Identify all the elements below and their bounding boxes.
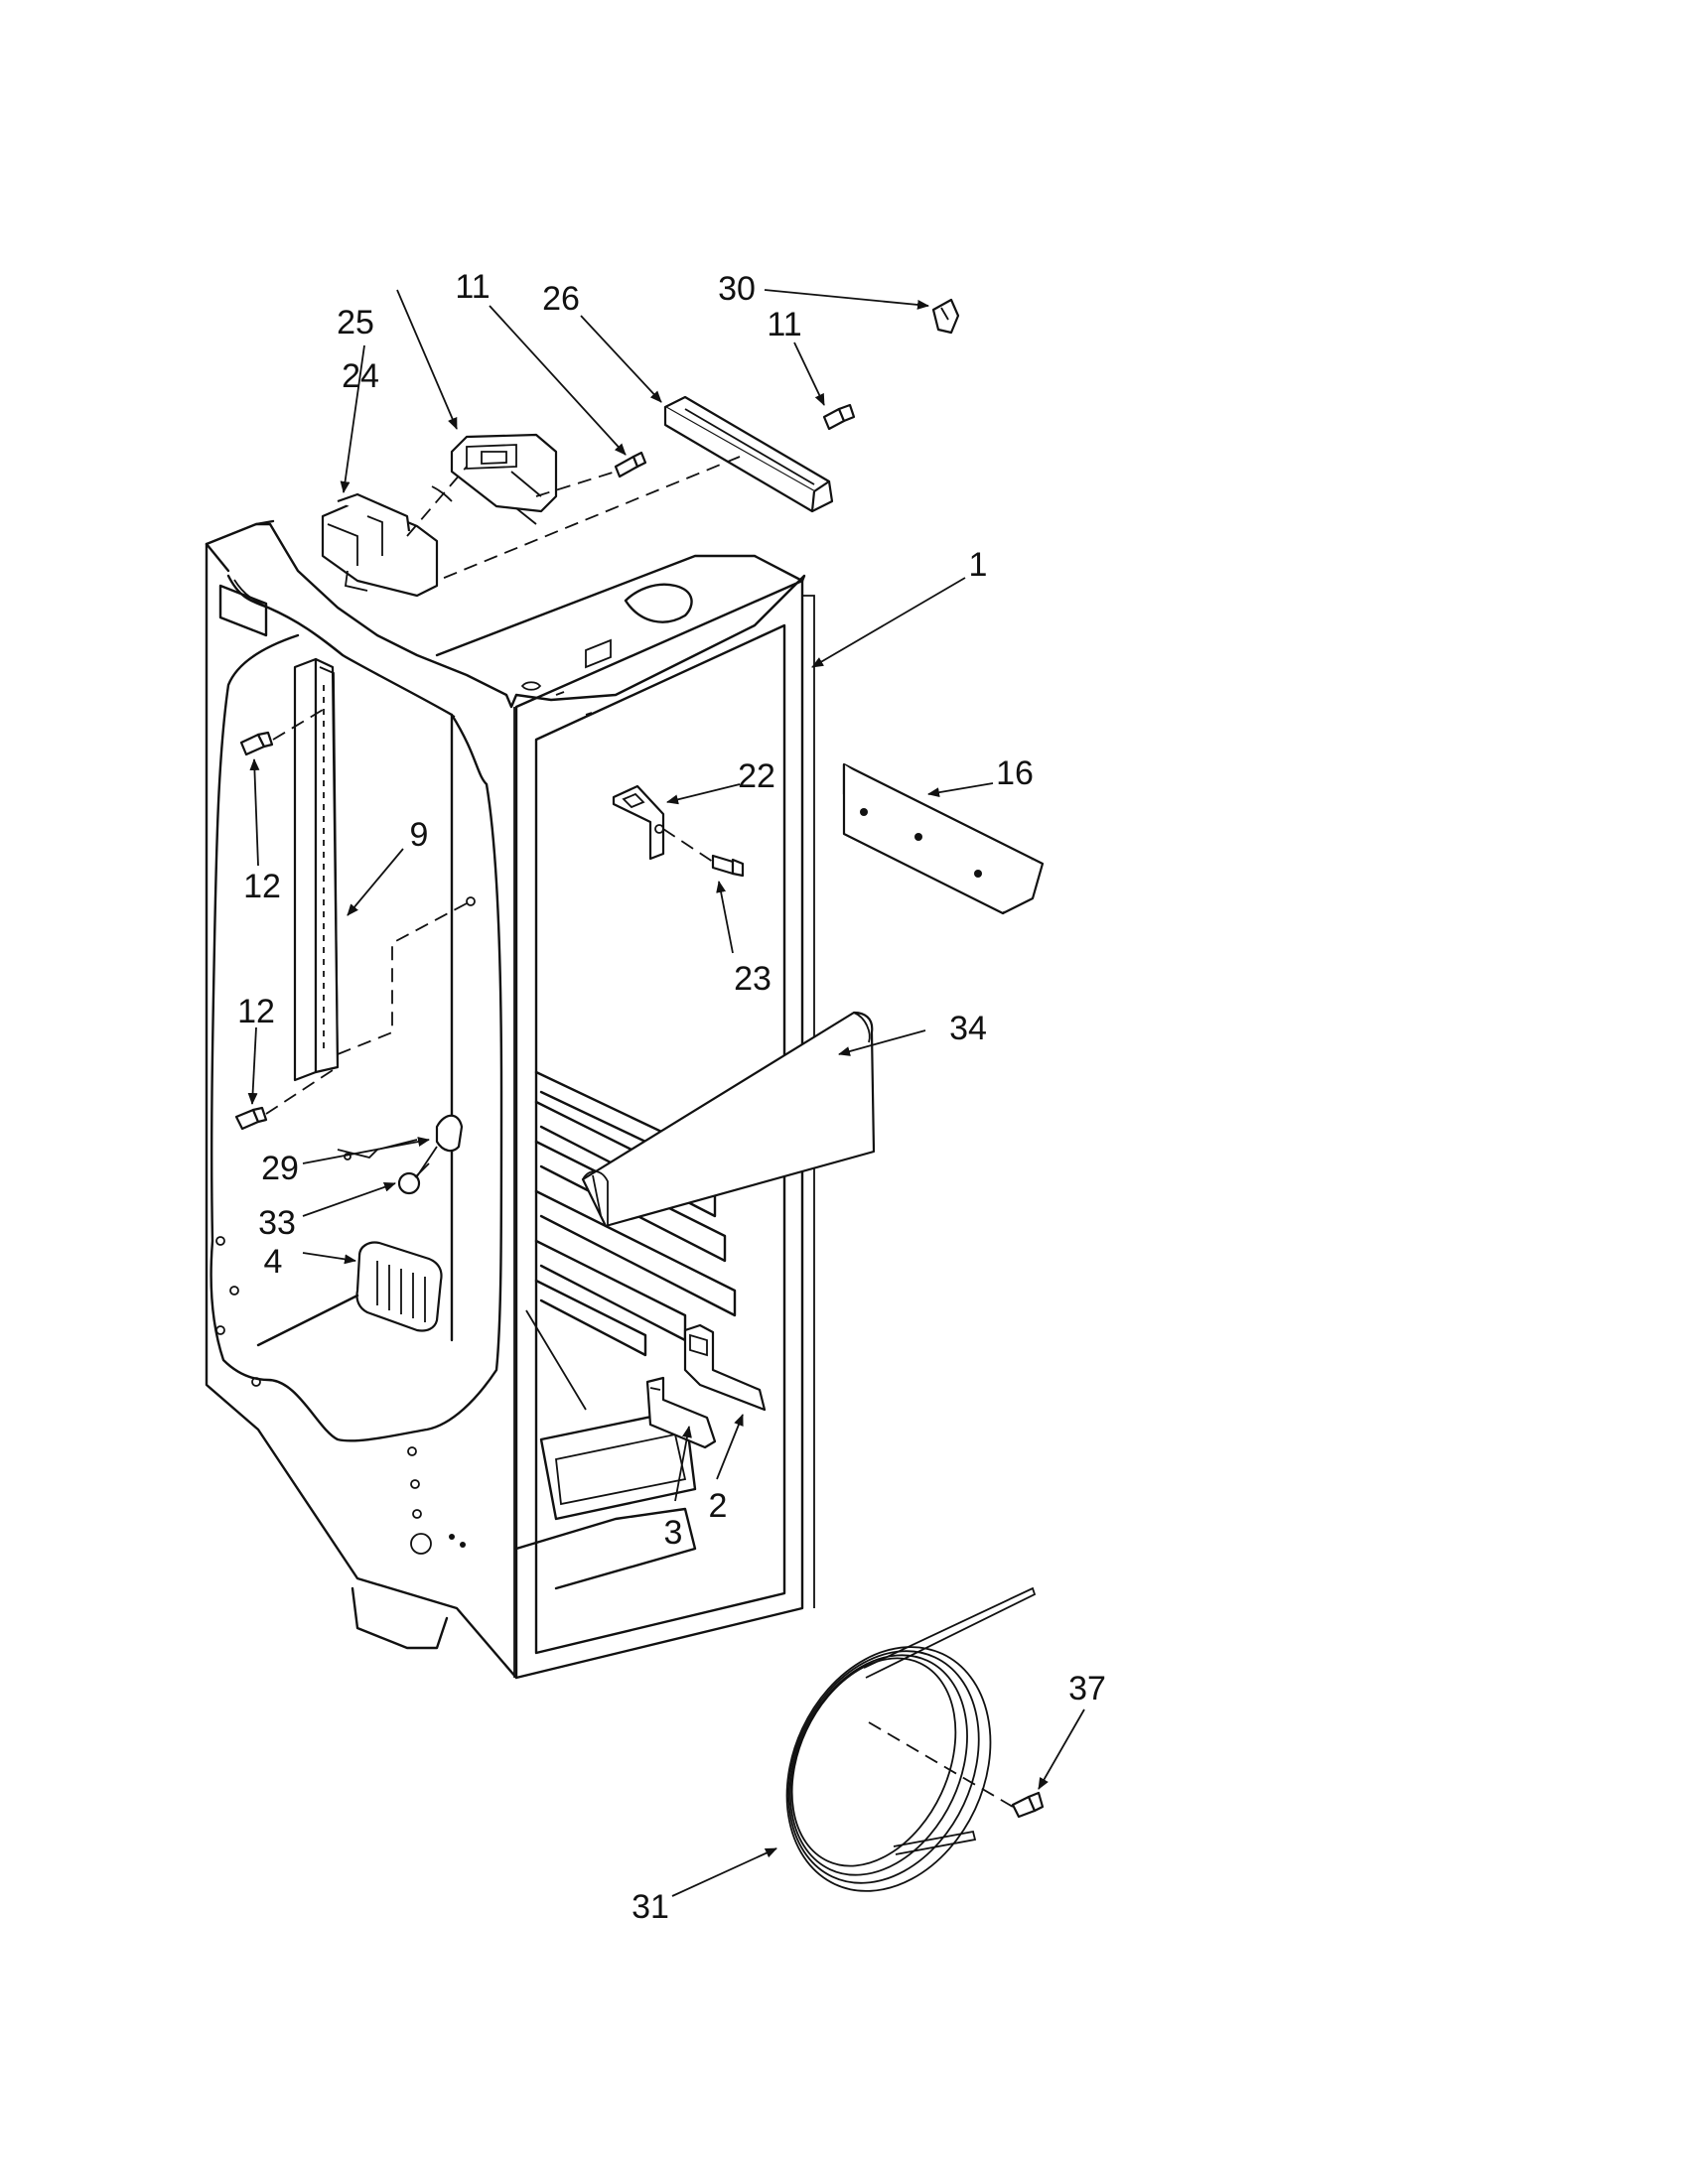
part-3-clip [645,1376,717,1449]
part-33-bulb [397,1162,430,1195]
guide-24-25 [406,466,468,537]
label-24: 24 [342,357,379,395]
arrow-2 [716,1414,744,1480]
screw-11-left [614,451,647,478]
part-22-bracket [612,784,665,861]
label-29: 29 [261,1150,299,1187]
label-26: 26 [542,280,580,318]
arrow-12-upper [249,758,260,867]
arrow-23 [716,881,734,954]
label-1: 1 [969,546,988,584]
part-4-vent [355,1241,443,1332]
part-2-clip [683,1323,767,1412]
part-26-strip [663,395,834,513]
part-30-clip [931,298,960,335]
arrow-11-right [793,341,825,406]
label-2: 2 [709,1487,728,1525]
screw-23 [711,854,745,878]
label-22: 22 [738,757,775,795]
label-12-lower: 12 [237,993,275,1030]
screw-37 [1011,1791,1045,1819]
part-24-control-housing [321,492,439,598]
arrow-16 [927,782,994,798]
arrow-24 [340,344,365,493]
label-9: 9 [410,816,429,854]
label-4: 4 [264,1243,283,1281]
vent-line [256,1294,359,1347]
screw-12-upper-guide [272,706,329,741]
label-25: 25 [337,304,374,341]
label-16: 16 [996,754,1034,792]
arrow-9 [347,848,404,916]
label-34: 34 [949,1010,987,1047]
part-26-guide [436,456,741,582]
label-37: 37 [1068,1670,1106,1707]
screw-12-upper [239,731,274,756]
rail-guide [337,902,468,1055]
label-3: 3 [664,1514,683,1552]
arrow-31 [671,1847,777,1897]
part-25-bracket [431,433,558,525]
arrow-30 [764,289,929,310]
arrow-37 [1038,1708,1085,1790]
screw-11-right [822,403,856,431]
coil-screw-guide [868,1721,1014,1808]
arrow-29 [302,1137,430,1164]
part-16-cover [842,762,1045,915]
arrow-25 [396,289,458,430]
arrow-33 [302,1181,396,1217]
arrow-11-left [489,305,627,456]
arrow-3 [674,1426,692,1502]
arrow-1 [811,577,966,668]
shelf-rail [293,657,340,1082]
callout-arrows [247,289,1085,1897]
label-30: 30 [718,270,756,308]
label-23: 23 [734,960,772,998]
label-33: 33 [258,1204,296,1242]
label-11-left: 11 [455,268,490,306]
arrow-26 [580,315,662,403]
label-12-upper: 12 [243,868,281,905]
arrow-12-lower [247,1026,258,1105]
label-31: 31 [632,1888,669,1926]
arrow-34 [838,1029,926,1056]
part-34-duct [581,1011,876,1228]
part-29-socket [337,1114,464,1177]
arrow-4 [302,1252,356,1265]
cabinet-liner [205,519,815,1680]
callout-labels: 11 26 30 11 25 24 1 16 22 9 12 23 34 12 … [237,268,1106,1926]
screw-23-guide [662,828,714,863]
screw-11-left-guide [535,471,617,497]
label-11-right: 11 [767,306,801,343]
part-31-coil [785,1586,1037,1892]
screw-12-lower-guide [265,1069,334,1115]
arrow-22 [666,783,741,805]
screw-12-lower [234,1106,268,1131]
